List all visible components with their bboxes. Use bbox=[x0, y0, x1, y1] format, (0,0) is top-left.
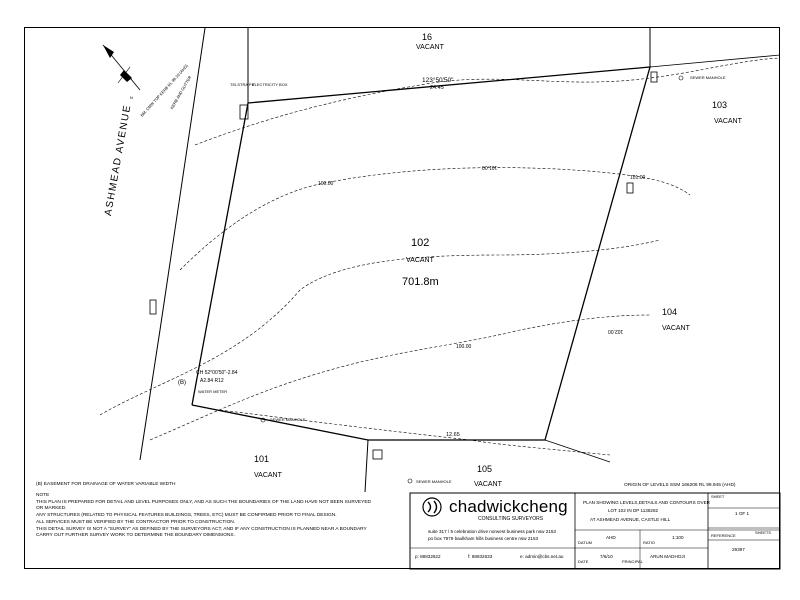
north-label: N bbox=[130, 95, 133, 100]
address-line-1: suite 317 / 5 celebration drive norwest … bbox=[428, 529, 556, 534]
north-arrow-icon bbox=[102, 44, 141, 91]
notes-block: (B) EASEMENT FOR DRAINAGE OF WATER VARIA… bbox=[36, 482, 376, 540]
lot-105-status: VACANT bbox=[474, 481, 502, 488]
contour-2 bbox=[179, 167, 691, 271]
notes-title: NOTE bbox=[36, 492, 50, 498]
sheet-label: SHEET bbox=[711, 494, 725, 499]
telstra-label: TELSTRA PIT bbox=[230, 82, 256, 87]
note-1: THIS PLAN IS PREPARED FOR DETAIL AND LEV… bbox=[36, 499, 371, 511]
boundary-east bbox=[649, 54, 781, 68]
plan-address: AT ASHMEAD AVENUE, CASTLE HILL bbox=[590, 517, 671, 522]
date-value: 7/6/10 bbox=[600, 554, 613, 559]
bearing-top: 123°50'50" bbox=[422, 77, 454, 84]
phone: p: 88832622 bbox=[415, 554, 441, 559]
corner-arc: A2.84 R12 bbox=[200, 378, 224, 384]
lot-102-number: 102 bbox=[411, 237, 430, 249]
reference-value: 29397 bbox=[732, 547, 745, 552]
manhole-icon-3 bbox=[407, 478, 413, 484]
lot-105-number: 105 bbox=[477, 464, 493, 474]
datum-label: DATUM bbox=[578, 540, 592, 545]
water-meter-label: WATER METER bbox=[198, 389, 228, 394]
lot-103-status: VACANT bbox=[714, 118, 742, 125]
manhole-icon-2 bbox=[260, 417, 266, 423]
lot-104-status: VACANT bbox=[662, 325, 690, 332]
note-4: THIS DETAIL SURVEY IS NOT A "SURVEY" AS … bbox=[36, 526, 367, 538]
address-line-2: po box 7979 baulkham hills business cent… bbox=[428, 536, 539, 541]
sewer-manhole-label-1: SEWER MANHOLE bbox=[690, 75, 726, 80]
lot-101-number: 101 bbox=[254, 454, 270, 464]
contour-5 bbox=[219, 409, 611, 456]
pit-east-icon bbox=[626, 182, 634, 194]
distance-top: 24.45 bbox=[430, 85, 444, 91]
ratio-value: 1:100 bbox=[672, 535, 684, 540]
company-name: chadwickcheng bbox=[449, 497, 568, 516]
sheet-value: 1 OF 1 bbox=[735, 511, 750, 516]
contour-label-1: 100.00 bbox=[318, 181, 334, 187]
easement-note: (B) EASEMENT FOR DRAINAGE OF WATER VARIA… bbox=[36, 482, 176, 487]
plan-lot: LOT 102 IN DP 1138282 bbox=[608, 508, 659, 513]
contour-label-5: 100.00 bbox=[456, 344, 472, 350]
company-logo-icon bbox=[422, 497, 442, 517]
sewer-manhole-label-3: SEWER MANHOLE bbox=[416, 479, 452, 484]
lot-102-area: 701.8m bbox=[402, 276, 439, 288]
origin-of-levels: ORIGIN OF LEVELS SSM 166206 RL 99.945 (A… bbox=[624, 483, 736, 488]
lot-103-number: 103 bbox=[712, 100, 728, 110]
pit-south-icon bbox=[372, 449, 383, 460]
lot-16-status: VACANT bbox=[416, 44, 444, 51]
boundary-south-east bbox=[544, 439, 611, 463]
boundary-south bbox=[364, 439, 369, 493]
lot-101-status: VACANT bbox=[254, 472, 282, 479]
lot-102-status: VACANT bbox=[406, 257, 434, 264]
easement-mark: (B) bbox=[178, 380, 186, 386]
contour-label-2: 101.00 bbox=[482, 164, 498, 170]
corner-chord: CH 52°00'50"-2.84 bbox=[196, 370, 238, 376]
sewer-manhole-label-2: SEWER MANHOLE bbox=[270, 417, 306, 422]
contour-4 bbox=[149, 314, 651, 441]
lot-104-number: 104 bbox=[662, 307, 678, 317]
contour-label-4: 102.00 bbox=[608, 328, 624, 334]
contour-3 bbox=[99, 239, 661, 416]
distance-bottom: 12.65 bbox=[446, 432, 460, 438]
electricity-box-icon bbox=[239, 104, 249, 120]
date-label: DATE bbox=[578, 559, 589, 564]
lot-boundary bbox=[191, 66, 651, 441]
principal-label: PRINCIPAL bbox=[622, 559, 643, 564]
principal-value: ARUN MADHOJI bbox=[650, 554, 685, 559]
kerb-line-1 bbox=[159, 27, 206, 331]
sewer-pit-icon bbox=[650, 71, 658, 83]
fax: f: 88832633 bbox=[468, 554, 493, 559]
email: e: admin@cbs.net.au bbox=[520, 554, 564, 559]
property-line bbox=[191, 102, 249, 406]
reference-label: REFERENCE bbox=[711, 533, 736, 538]
electricity-box-label: ELECTRICITY BOX bbox=[252, 82, 288, 87]
datum-value: AHD bbox=[606, 535, 616, 540]
contour-1 bbox=[194, 57, 781, 146]
water-meter-icon bbox=[149, 299, 157, 315]
kerb-line-2 bbox=[139, 329, 161, 461]
company-sub: CONSULTING SURVEYORS bbox=[478, 516, 544, 522]
manhole-icon-1 bbox=[678, 75, 684, 81]
sheets-label: SHEETS bbox=[755, 530, 772, 535]
contour-label-3: 101.00 bbox=[630, 175, 646, 181]
note-2: ANY STRUCTURES (RELATED TO PHYSICAL FEAT… bbox=[36, 512, 337, 518]
note-3: ALL SERVICES MUST BE VERIFIED BY THE CON… bbox=[36, 519, 236, 525]
lot-16-number: 16 bbox=[422, 32, 433, 42]
plan-title: PLAN SHOWING LEVELS,DETAILS AND CONTOURS… bbox=[583, 500, 710, 505]
drawing-frame bbox=[24, 27, 780, 569]
ratio-label: RATIO bbox=[643, 540, 655, 545]
